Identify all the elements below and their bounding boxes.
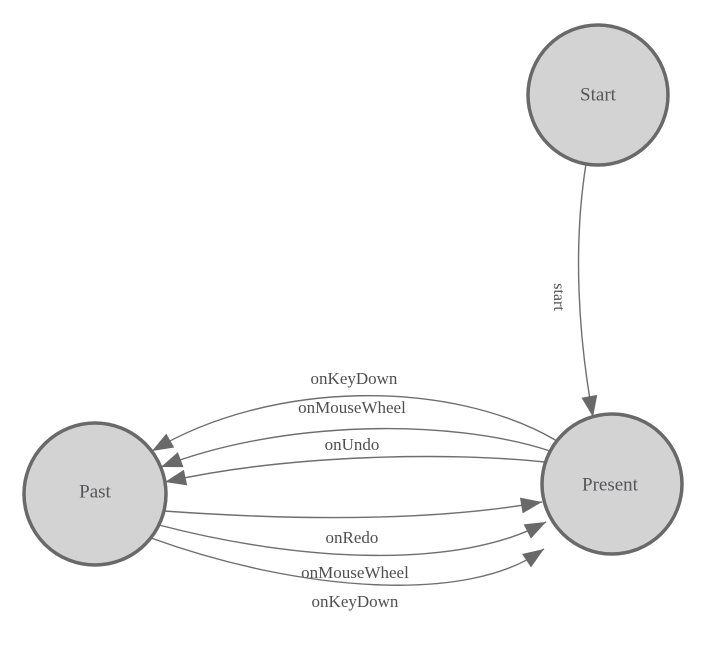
- edge-onundo-path: [164, 455, 546, 483]
- node-past-label: Past: [79, 482, 111, 503]
- edge-past-to-present-onkeydown: onKeyDown: [150, 537, 545, 611]
- arrowhead-icon: [523, 522, 546, 539]
- arrowhead-icon: [522, 549, 544, 568]
- edge-present-to-past-onundo: onUndo: [164, 435, 546, 486]
- node-start-circle[interactable]: [526, 23, 670, 167]
- node-past-circle[interactable]: [22, 421, 168, 567]
- edge-label-onkeydown-bottom: onKeyDown: [312, 592, 399, 611]
- edge-start-path: [577, 163, 594, 418]
- edge-present-to-past-onkeydown: onKeyDown: [151, 369, 558, 452]
- node-present[interactable]: Present: [540, 412, 684, 556]
- edge-past-to-present-onmousewheel: onMouseWheel: [158, 521, 547, 582]
- edge-present-to-past-onmousewheel: onMouseWheel: [160, 398, 551, 468]
- edge-start-to-present: start: [550, 163, 598, 418]
- node-present-circle[interactable]: [540, 412, 684, 556]
- node-present-label: Present: [582, 475, 639, 496]
- edge-label-onmousewheel-top: onMouseWheel: [298, 398, 406, 417]
- node-past[interactable]: Past: [22, 421, 168, 567]
- arrowhead-icon: [161, 452, 184, 468]
- edge-label-onundo: onUndo: [325, 435, 380, 454]
- edge-label-start: start: [550, 283, 567, 311]
- arrowhead-icon: [519, 497, 542, 514]
- edge-label-onmousewheel-bottom: onMouseWheel: [301, 563, 409, 582]
- arrowhead-icon: [165, 469, 188, 486]
- arrowhead-icon: [152, 433, 175, 451]
- edge-group: start onKeyDown onMouseWheel onUndo onRe…: [150, 163, 598, 611]
- edge-onkeydown-bottom-path: [150, 537, 545, 586]
- edge-onredo-path: [163, 501, 543, 519]
- edge-past-to-present-onredo: onRedo: [163, 497, 543, 547]
- node-start[interactable]: Start: [526, 23, 670, 167]
- edge-label-onkeydown-top: onKeyDown: [311, 369, 398, 388]
- edge-onkeydown-top-path: [151, 395, 558, 452]
- edge-label-onredo: onRedo: [326, 528, 379, 547]
- edge-onmousewheel-top-path: [160, 427, 551, 468]
- edge-onmousewheel-bottom-path: [158, 521, 547, 557]
- node-start-label: Start: [580, 85, 617, 106]
- arrowhead-icon: [581, 394, 598, 417]
